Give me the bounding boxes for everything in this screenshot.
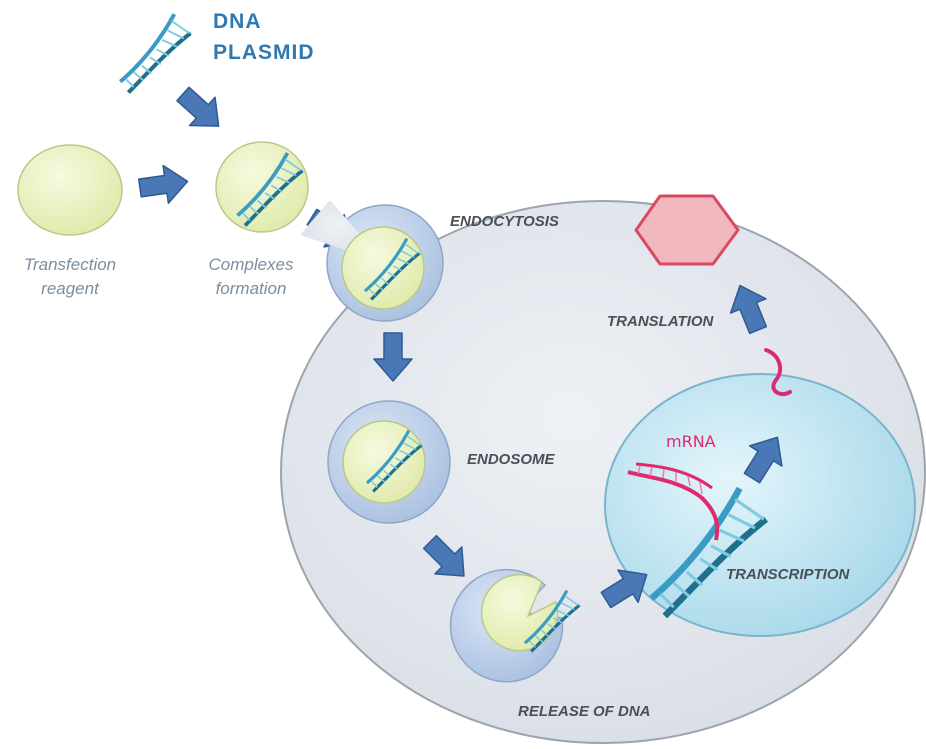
caption-transfection-line2: reagent <box>41 279 99 298</box>
label-translation: TRANSLATION <box>607 313 714 330</box>
arrow-reagent-to-complex <box>136 161 191 208</box>
arrow-to-complex <box>169 79 233 141</box>
dna-plasmid-icon <box>120 14 190 92</box>
diagram-title-line2: PLASMID <box>213 41 315 64</box>
label-mrna: mRNA <box>666 432 716 451</box>
label-endosome: ENDOSOME <box>467 451 555 468</box>
complex-particle <box>215 141 309 233</box>
diagram-title-line1: DNA <box>213 10 262 33</box>
protein-hexagon <box>634 194 740 266</box>
caption-complexes-line2: formation <box>215 279 287 298</box>
label-transcription: TRANSCRIPTION <box>726 566 850 583</box>
caption-complexes-line1: Complexes <box>208 255 294 274</box>
cytoplasmic-mrna-icon <box>764 348 792 397</box>
endosome-particle <box>342 420 426 504</box>
label-release-of-dna: RELEASE OF DNA <box>518 703 651 720</box>
caption-transfection-line1: Transfection <box>23 255 117 274</box>
transfection-reagent-particle <box>17 144 123 236</box>
endocytosis-particle <box>341 226 425 310</box>
label-endocytosis: ENDOCYTOSIS <box>450 213 559 230</box>
mrna-strand-icon <box>627 462 720 541</box>
